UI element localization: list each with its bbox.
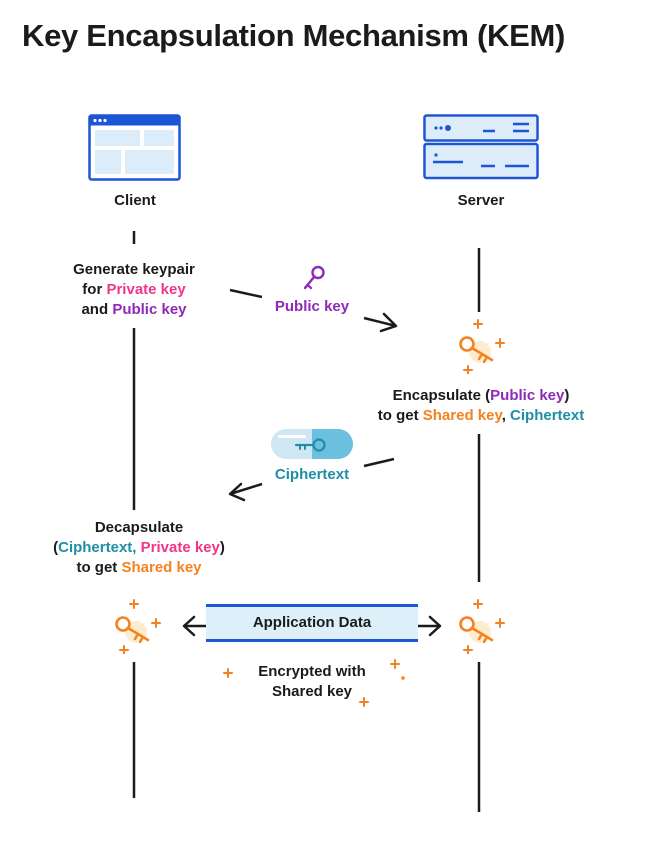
- decapsulate-close-paren: ): [219, 539, 225, 556]
- ciphertext-arrowhead: [228, 482, 246, 502]
- app-data-arrowhead-left: [182, 615, 196, 637]
- shared-key-icon: [459, 319, 505, 374]
- public-key-arrow-end: [363, 316, 397, 328]
- decapsulate-line3: to get Shared key: [24, 558, 254, 578]
- public-key-arrow-start: [229, 288, 263, 299]
- ciphertext-arrow-end: [229, 482, 263, 496]
- generate-keypair-text: Generate keypair for Private key and Pub…: [54, 260, 214, 320]
- ciphertext-arrow-start: [363, 457, 395, 468]
- public-key-text: Public key: [112, 301, 187, 318]
- generate-and-text: and: [81, 301, 113, 318]
- app-data-arrowhead-right: [428, 615, 442, 637]
- client-label: Client: [114, 192, 156, 209]
- encapsulate-public-key: Public key: [490, 387, 565, 404]
- application-data-band: Application Data: [206, 604, 418, 642]
- decapsulate-line1: Decapsulate: [94, 519, 184, 536]
- decapsulate-text: Decapsulate (Ciphertext, Private key) to…: [24, 518, 254, 578]
- decapsulate-open-paren: (: [53, 539, 59, 556]
- encapsulate-comma: ,: [501, 407, 511, 424]
- encrypted-line2: Shared key: [271, 683, 353, 700]
- decapsulate-shared-key: Shared key: [121, 559, 202, 576]
- decapsulate-line2: (Ciphertext, Private key): [24, 538, 254, 558]
- encrypted-text: Encrypted with Shared key: [232, 662, 392, 702]
- encapsulate-suffix: ): [564, 387, 570, 404]
- ciphertext-message-label: Ciphertext: [274, 466, 350, 483]
- generate-line1: Generate keypair: [73, 261, 195, 278]
- encapsulate-line1: Encapsulate (Public key): [336, 386, 626, 406]
- encapsulate-prefix: Encapsulate (: [392, 387, 491, 404]
- server-shared-key-icon: [459, 599, 505, 654]
- client-shared-key-icon: [115, 599, 161, 654]
- server-icon: [423, 114, 539, 180]
- sparkle-dot: [401, 676, 405, 680]
- encapsulate-ciphertext: Ciphertext: [510, 407, 585, 424]
- decapsulate-ciphertext: Ciphertext: [58, 539, 133, 556]
- encrypted-line1: Encrypted with: [258, 663, 366, 680]
- browser-window-icon: [88, 114, 181, 181]
- public-key-icon: [303, 265, 325, 290]
- encapsulate-text: Encapsulate (Public key) to get Shared k…: [336, 386, 626, 426]
- public-key-arrowhead: [379, 312, 398, 333]
- encapsulate-shared-key: Shared key: [422, 407, 502, 424]
- decapsulate-to-get: to get: [76, 559, 122, 576]
- generate-for-text: for: [82, 281, 107, 298]
- page-title: Key Encapsulation Mechanism (KEM): [22, 18, 566, 53]
- decapsulate-comma: ,: [132, 539, 141, 556]
- ciphertext-capsule-icon: [271, 429, 353, 459]
- generate-line3: and Public key: [54, 300, 214, 320]
- private-key-text: Private key: [106, 281, 186, 298]
- server-label: Server: [457, 192, 505, 209]
- encapsulate-line2: to get Shared key, Ciphertext: [336, 406, 626, 426]
- generate-line2: for Private key: [54, 280, 214, 300]
- sparkle-icon: [223, 659, 400, 707]
- decapsulate-private-key: Private key: [140, 539, 220, 556]
- encapsulate-to-get: to get: [377, 407, 423, 424]
- public-key-message-label: Public key: [274, 298, 350, 315]
